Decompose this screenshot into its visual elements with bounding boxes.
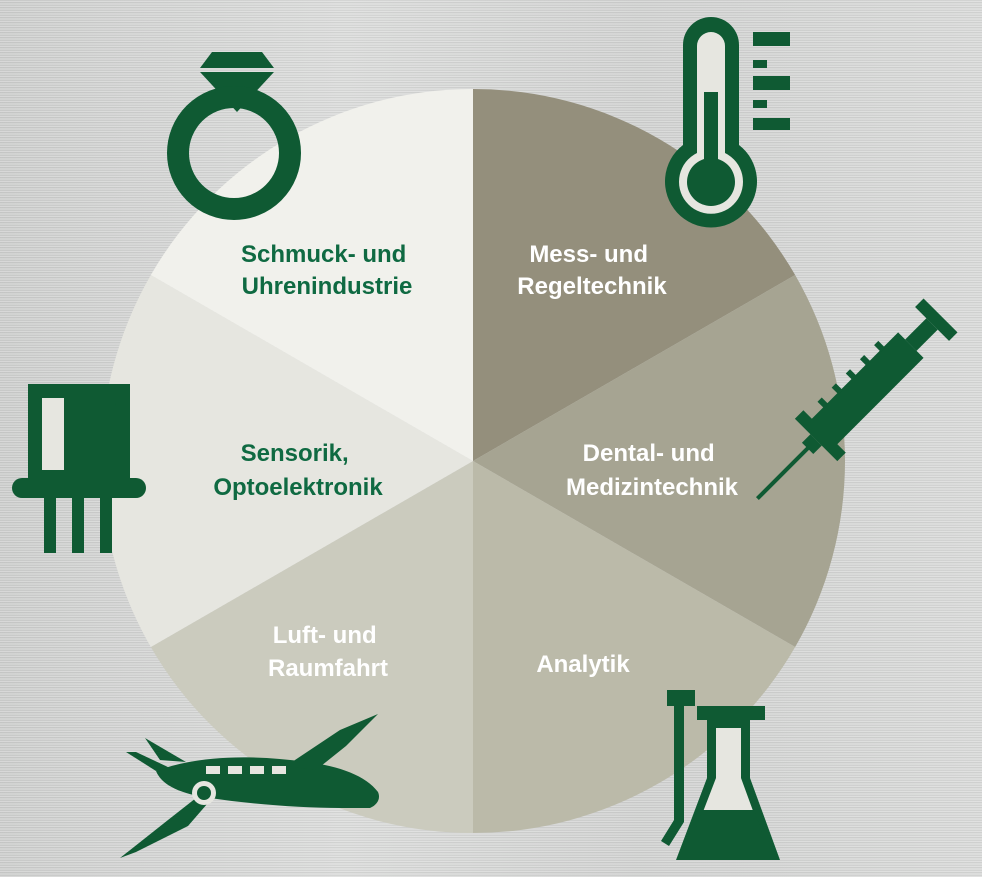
sensor-icon (12, 384, 146, 553)
icons (12, 17, 958, 860)
label-line: Optoelektronik (213, 474, 383, 501)
label-line: Medizintechnik (566, 474, 739, 501)
segment-dental-medizintechnik (473, 275, 845, 647)
syringe-icon (755, 298, 958, 501)
flask-icon (661, 690, 780, 860)
label-line: Analytik (536, 651, 630, 678)
segment-schmuck-uhrenindustrie (150, 89, 473, 461)
label-schmuck-uhrenindustrie: Schmuck- und Uhrenindustrie (241, 241, 413, 300)
segment-sensorik-optoelektronik (101, 275, 474, 647)
pie-labels: Mess- und Regeltechnik Dental- und Mediz… (213, 241, 738, 682)
label-line: Uhrenindustrie (242, 273, 413, 300)
ring-icon (167, 52, 301, 220)
label-line: Dental- und (583, 440, 715, 467)
label-line: Raumfahrt (268, 655, 388, 682)
label-mess-regeltechnik: Mess- und Regeltechnik (517, 241, 667, 300)
label-line: Luft- und (273, 622, 377, 649)
label-line: Mess- und (529, 241, 648, 268)
pie-segments (101, 89, 845, 833)
thermometer-icon (665, 17, 790, 228)
label-dental-medizintechnik: Dental- und Medizintechnik (566, 440, 739, 501)
label-line: Regeltechnik (517, 273, 667, 300)
label-luft-raumfahrt: Luft- und Raumfahrt (268, 622, 388, 682)
label-line: Sensorik, (241, 440, 349, 467)
label-line: Schmuck- und (241, 241, 406, 268)
label-analytik: Analytik (536, 651, 630, 678)
airplane-icon (120, 714, 380, 858)
label-sensorik-optoelektronik: Sensorik, Optoelektronik (213, 440, 383, 501)
segment-luft-raumfahrt (150, 461, 473, 833)
